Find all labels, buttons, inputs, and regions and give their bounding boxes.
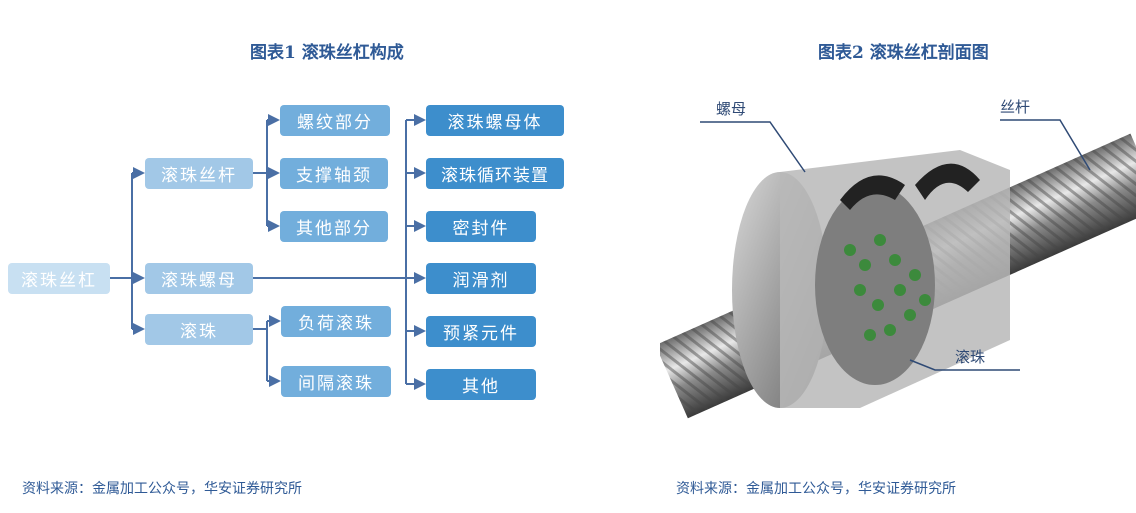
node-seal: 密封件: [426, 211, 536, 242]
connector-lines: [110, 114, 426, 390]
node-thread-part: 螺纹部分: [280, 105, 390, 136]
node-support-journal: 支撑轴颈: [280, 158, 388, 189]
node-screw-shaft: 滚珠丝杆: [145, 158, 253, 189]
node-other: 其他: [426, 369, 536, 400]
label-ball: 滚珠: [955, 348, 986, 366]
node-ball-nut: 滚珠螺母: [145, 263, 253, 294]
node-lubricant: 润滑剂: [426, 263, 536, 294]
figure2-title: 图表2 滚珠丝杠剖面图: [818, 43, 989, 63]
label-nut: 螺母: [716, 100, 747, 118]
node-balls: 滚珠: [145, 314, 253, 345]
label-screw: 丝杆: [1000, 98, 1031, 116]
node-recirculation: 滚珠循环装置: [426, 158, 564, 189]
figure1-source: 资料来源：金属加工公众号，华安证券研究所: [22, 481, 302, 497]
figure2-source: 资料来源：金属加工公众号，华安证券研究所: [676, 481, 956, 497]
node-nut-body: 滚珠螺母体: [426, 105, 564, 136]
node-ball-screw: 滚珠丝杠: [8, 263, 110, 294]
figure1-title: 图表1 滚珠丝杠构成: [250, 43, 404, 63]
ball-screw-cross-section-image: [660, 119, 1136, 419]
node-preload: 预紧元件: [426, 316, 536, 347]
node-load-balls: 负荷滚珠: [281, 306, 391, 337]
node-other-part: 其他部分: [280, 211, 388, 242]
node-spacer-balls: 间隔滚珠: [281, 366, 391, 397]
